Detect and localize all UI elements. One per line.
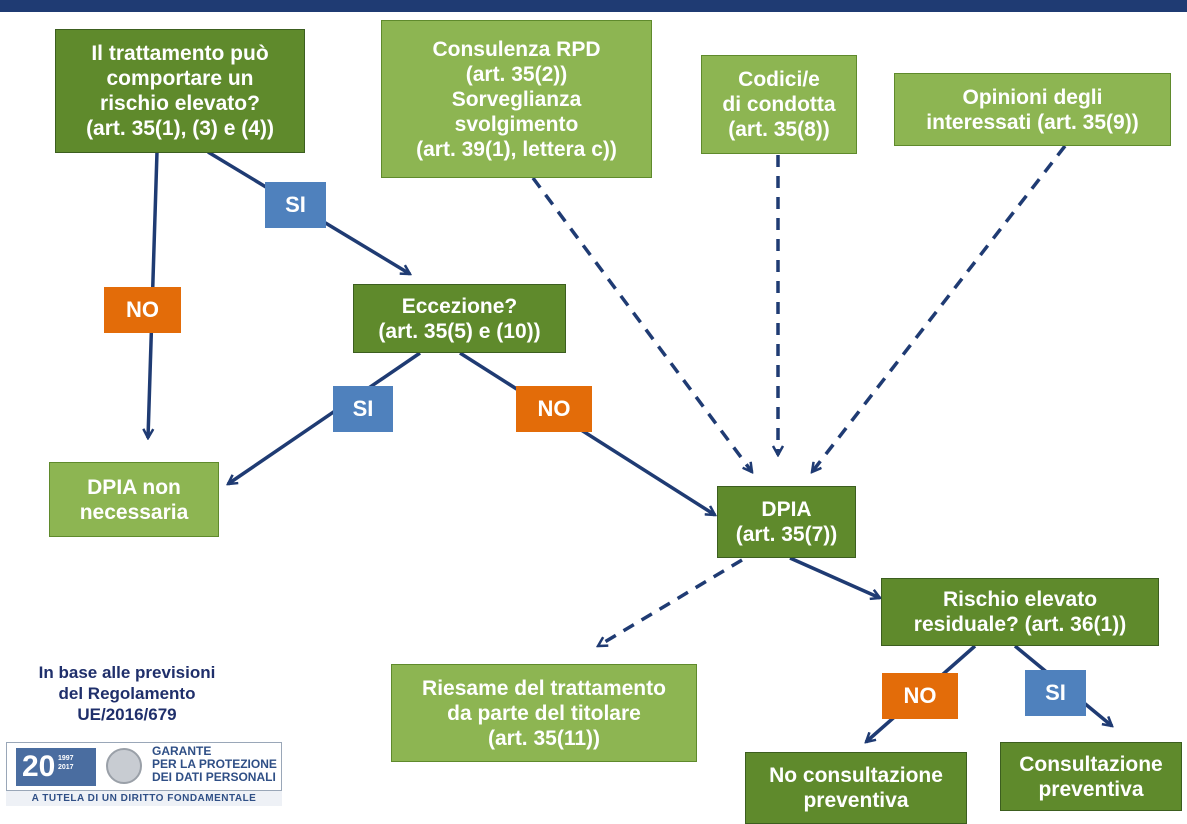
- arrow-eccezione-si: [228, 351, 421, 484]
- arrow-dpia-residuale: [789, 556, 880, 598]
- box-codici-condotta: Codici/e di condotta (art. 35(8)): [701, 55, 857, 154]
- label-no-residuale: NO: [882, 673, 958, 719]
- arrow-dpia-riesame: [598, 558, 743, 648]
- label-si-eccezione: SI: [333, 386, 393, 432]
- arrow-consulenza-dpia: [531, 176, 752, 472]
- logo-name: GARANTE PER LA PROTEZIONE DEI DATI PERSO…: [152, 744, 277, 784]
- box-riesame: Riesame del trattamento da parte del tit…: [391, 664, 697, 762]
- arrow-eccezione-no: [459, 351, 715, 517]
- label-no-eccezione: NO: [516, 386, 592, 432]
- arrow-opinioni-dpia: [812, 144, 1067, 472]
- republic-emblem-icon: [106, 748, 142, 784]
- label-si-rischio: SI: [265, 182, 326, 228]
- box-eccezione: Eccezione? (art. 35(5) e (10)): [353, 284, 566, 353]
- box-rischio-residuale: Rischio elevato residuale? (art. 36(1)): [881, 578, 1159, 646]
- box-consultazione-preventiva: Consultazione preventiva: [1000, 742, 1182, 811]
- box-opinioni-interessati: Opinioni degli interessati (art. 35(9)): [894, 73, 1171, 146]
- garante-logo: 20 1997 2017 GARANTE PER LA PROTEZIONE D…: [6, 742, 282, 806]
- logo-anniversary: 20: [16, 748, 96, 786]
- box-consulenza-rpd: Consulenza RPD (art. 35(2)) Sorveglianza…: [381, 20, 652, 178]
- box-no-consultazione: No consultazione preventiva: [745, 752, 967, 824]
- box-dpia: DPIA (art. 35(7)): [717, 486, 856, 558]
- logo-years: 1997 2017: [58, 755, 74, 771]
- label-si-residuale: SI: [1025, 670, 1086, 716]
- box-dpia-non-necessaria: DPIA non necessaria: [49, 462, 219, 537]
- top-bar: [0, 0, 1187, 12]
- logo-motto: A TUTELA DI UN DIRITTO FONDAMENTALE: [6, 790, 282, 806]
- box-rischio-elevato: Il trattamento può comportare un rischio…: [55, 29, 305, 153]
- regulation-note: In base alle previsioni del Regolamento …: [38, 663, 216, 724]
- label-no-rischio: NO: [104, 287, 181, 333]
